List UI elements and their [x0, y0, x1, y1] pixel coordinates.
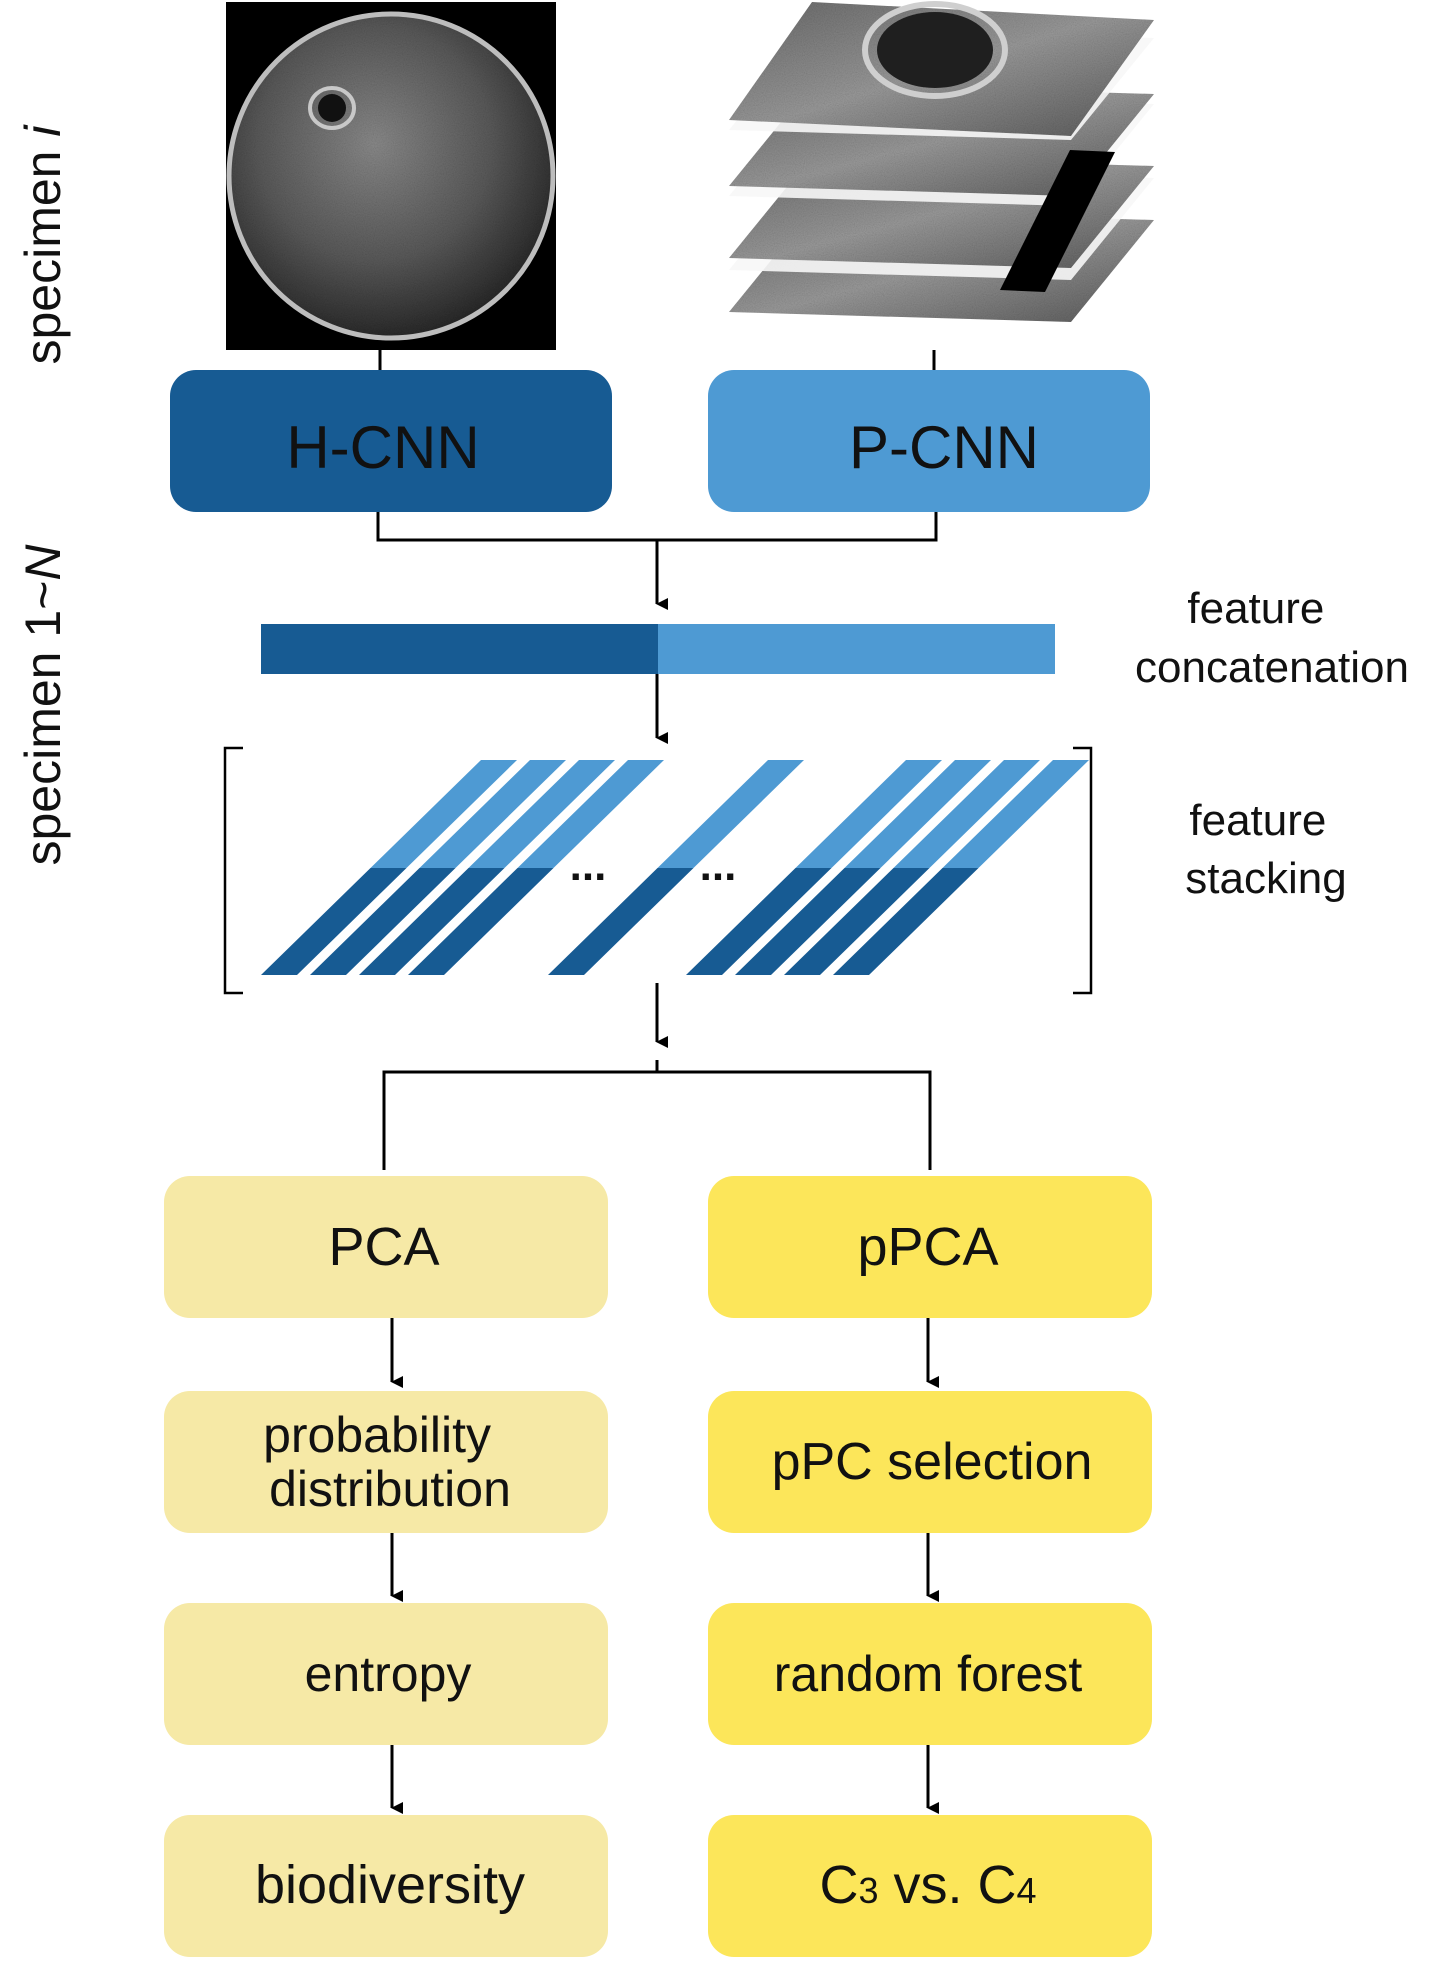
entropy-label: entropy [305, 1646, 472, 1702]
left-bracket [223, 746, 243, 995]
feature-stacking-label: feature stacking [1185, 796, 1346, 903]
c3-vs-c4-label: C3 vs. C4 [819, 1855, 1036, 1915]
feature-stack [261, 760, 1089, 975]
pca-box: PCA [164, 1176, 608, 1318]
random-forest-label: random forest [774, 1646, 1083, 1702]
random-forest-box: random forest [708, 1603, 1152, 1745]
feature-strip-upper [844, 760, 991, 868]
feature-strip-upper [517, 760, 664, 868]
ppca-box: pPCA [708, 1176, 1152, 1318]
feature-strip-upper [795, 760, 942, 868]
feature-strip-lower [261, 868, 407, 975]
feature-concatenation-label: feature concatenation [1135, 584, 1409, 692]
feature-strip-upper [893, 760, 1040, 868]
feature-strip-upper [942, 760, 1089, 868]
feature-strip-lower [784, 868, 930, 975]
feature-strip-lower [686, 868, 832, 975]
c3-vs-c4-box: C3 vs. C4 [708, 1815, 1152, 1957]
ppc-selection-label: pPC selection [772, 1433, 1093, 1491]
probability-distribution-box: probability distribution [164, 1391, 608, 1533]
entropy-box: entropy [164, 1603, 608, 1745]
right-bracket [1073, 746, 1093, 995]
ppca-label: pPCA [857, 1217, 998, 1277]
pca-label: PCA [328, 1217, 439, 1277]
feature-strip-lower [735, 868, 881, 975]
probability-distribution-label: probability distribution [263, 1407, 511, 1517]
feature-strip-upper [419, 760, 566, 868]
feature-strip-lower [833, 868, 979, 975]
side-label-specimen-1-to-n: specimen 1~N [15, 544, 71, 866]
ppc-selection-box: pPC selection [708, 1391, 1152, 1533]
feature-strip-lower [548, 868, 694, 975]
merge-connector [376, 512, 938, 542]
feature-strip-lower [310, 868, 456, 975]
pollen-micrograph-image [226, 2, 556, 350]
p-cnn-label: P-CNN [849, 414, 1039, 481]
feature-strip-upper [370, 760, 517, 868]
feature-strip-lower [408, 868, 554, 975]
biodiversity-label: biodiversity [255, 1855, 525, 1915]
ellipsis-left: ... [570, 841, 607, 890]
p-cnn-box: P-CNN [708, 370, 1150, 512]
feature-strip-upper [468, 760, 615, 868]
feature-strip-lower [359, 868, 505, 975]
side-label-specimen-i: specimen i [15, 124, 71, 365]
ellipsis-right: ... [700, 841, 737, 890]
feature-concatenation-bar [261, 624, 1055, 674]
biodiversity-box: biodiversity [164, 1815, 608, 1957]
svg-text:specimen 1~N: specimen 1~N [15, 544, 71, 866]
pollen-slices-image [729, 1, 1154, 322]
h-cnn-box: H-CNN [170, 370, 612, 512]
split-connector [382, 1070, 932, 1170]
feature-strip-upper [657, 760, 804, 868]
svg-text:specimen i: specimen i [15, 124, 71, 365]
h-cnn-label: H-CNN [286, 414, 479, 481]
